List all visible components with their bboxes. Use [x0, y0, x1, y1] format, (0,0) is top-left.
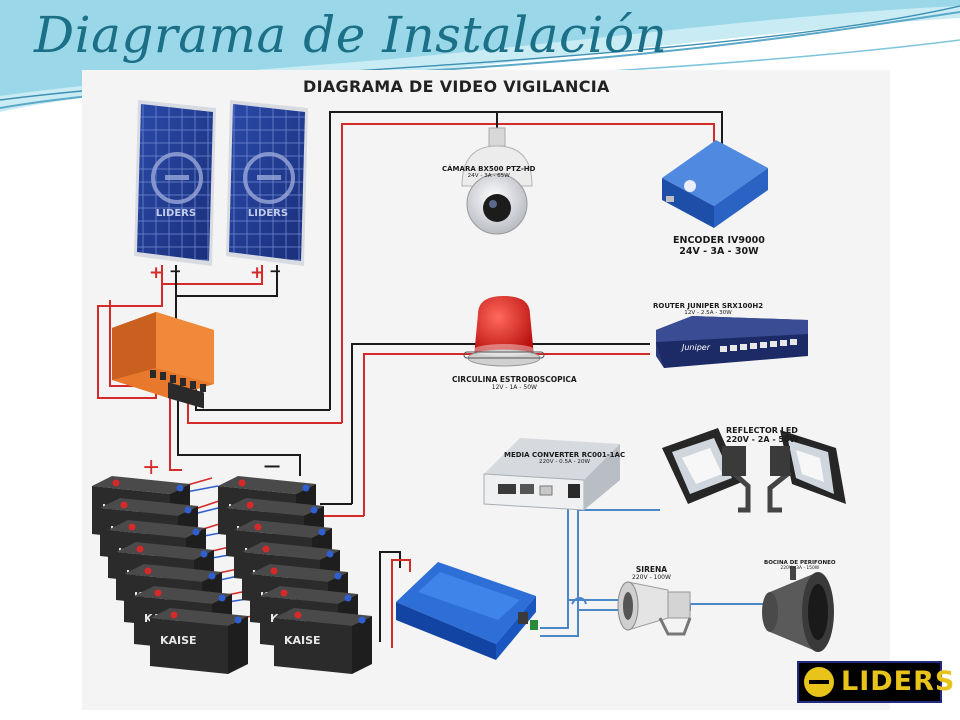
battery-bank: KAISEKAISEKAISEKAISEKAISEKAISEKAISEKAISE… [92, 476, 372, 674]
encoder-name: ENCODER IV9000 [673, 235, 765, 246]
strobe-light [463, 296, 545, 367]
strobe-label: CIRCULINA ESTROBOSCOPICA 12V - 1A - 50W [452, 375, 577, 392]
charge-controller [112, 312, 214, 409]
wire-inverter-negative [379, 551, 401, 642]
reflector-name: REFLECTOR LED [726, 426, 798, 435]
siren-specs: 220V - 100W [632, 573, 671, 581]
siren [617, 581, 692, 636]
battery-plus: + [142, 455, 160, 480]
wire-controller-load-negative [195, 388, 330, 411]
converter-name: MEDIA CONVERTER RC001-1AC [504, 451, 626, 459]
controller-display [168, 382, 204, 409]
battery-brand: KAISE [284, 634, 321, 647]
liders-logo: LIDERS [797, 661, 954, 703]
wire-panel-positive [161, 265, 263, 285]
slide-title: Diagrama de Instalación [34, 6, 668, 64]
siren-label: SIRENA 220V - 100W [632, 565, 671, 582]
router: Juniper [656, 316, 808, 368]
loudspeaker [762, 566, 834, 652]
converter-label: MEDIA CONVERTER RC001-1AC 220V - 0.5A - … [504, 451, 625, 465]
strobe-specs: 12V - 1A - 50W [491, 383, 537, 391]
panel-2-minus: − [269, 262, 282, 280]
encoder [662, 140, 768, 228]
solar-panel-2: LIDERS [226, 100, 308, 266]
camera-specs: 24V - 3A - 65W [467, 173, 510, 180]
battery-minus: − [262, 452, 282, 480]
battery-brand: KAISE [160, 634, 197, 647]
wire-panel-negative [175, 265, 278, 297]
wire-battery-negative [177, 388, 301, 476]
panel-1-watermark: LIDERS [156, 208, 196, 219]
camera-name: CÁMARA BX500 PTZ-HD [442, 165, 536, 173]
wire-ac-vertical-1 [540, 500, 569, 629]
inverter [396, 562, 538, 660]
wire-ac-vertical-2 [540, 500, 579, 637]
wire-router-negative [351, 343, 650, 504]
strobe-name: CIRCULINA ESTROBOSCOPICA [452, 375, 577, 384]
encoder-label: ENCODER IV9000 24V - 3A - 30W [673, 235, 765, 258]
terminal-signs: + − + − + − [142, 262, 282, 480]
led-reflector-left [662, 428, 751, 513]
solar-panel-1: LIDERS [134, 100, 216, 266]
wire-battery-positive [169, 388, 182, 471]
wire-battery-series-red [183, 477, 273, 621]
wire-controller-red-loop [97, 284, 163, 399]
panel-2-watermark: LIDERS [248, 208, 288, 219]
wire-router-positive [363, 353, 650, 516]
loudspeaker-label: BOCINA DE PERIFONEO 220V - 3A - 150W [764, 560, 836, 571]
battery: KAISE [274, 608, 372, 674]
ptz-camera [461, 127, 533, 235]
wire-camera-negative [329, 111, 723, 410]
siren-name: SIRENA [635, 565, 668, 574]
router-specs: 12V - 2.5A - 30W [684, 310, 732, 317]
battery: KAISE [150, 608, 248, 674]
media-converter [483, 438, 620, 511]
diagram-heading: DIAGRAMA DE VIDEO VIGILANCIA [303, 77, 610, 96]
router-label: ROUTER JUNIPER SRX100H2 12V - 2.5A - 30W [653, 302, 763, 316]
header-swoosh-band [0, 0, 960, 96]
router-brand: Juniper [680, 343, 711, 352]
wire-inverter-positive [391, 559, 411, 648]
loudspeaker-specs: 220V - 3A - 150W [780, 566, 820, 572]
converter-specs: 220V - 0.5A - 20W [539, 459, 591, 466]
loudspeaker-name: BOCINA DE PERIFONEO [764, 560, 836, 566]
led-reflector-right [767, 430, 846, 513]
panel-1-plus: + [149, 263, 163, 283]
router-name: ROUTER JUNIPER SRX100H2 [653, 302, 764, 310]
reflector-specs: 220V - 2A - 50W [726, 435, 799, 445]
liders-logo-emblem [804, 667, 834, 697]
camera-label: CÁMARA BX500 PTZ-HD 24V - 3A - 65W [442, 165, 535, 179]
liders-logo-text: LIDERS [841, 666, 956, 697]
panel-1-minus: − [169, 262, 182, 280]
reflector-label: REFLECTOR LED 220V - 2A - 50W [726, 426, 798, 444]
panel-2-plus: + [250, 263, 264, 283]
wire-controller-load-positive [187, 388, 342, 424]
encoder-specs: 24V - 3A - 30W [679, 245, 759, 257]
wire-crossover [571, 597, 587, 605]
